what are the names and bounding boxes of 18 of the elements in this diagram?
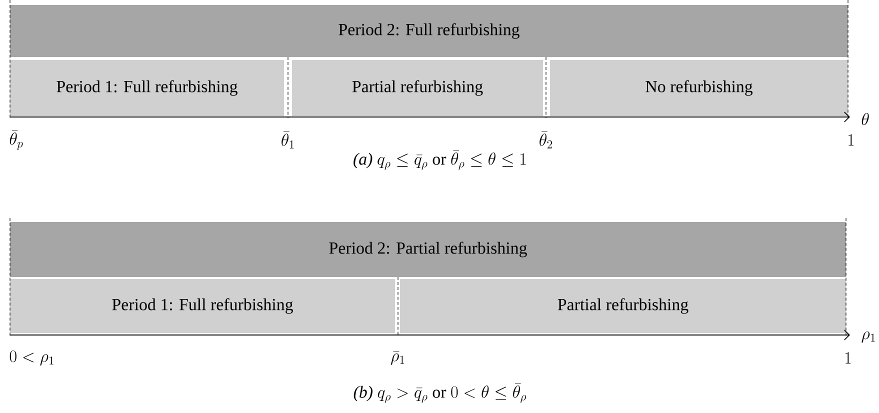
period-band: Period 2: Full refurbishing: [10, 5, 848, 57]
tick-label: $\bar{\theta}_p$: [10, 130, 23, 150]
tick-label: $0 < \rho_1$: [10, 350, 54, 366]
axis-label: $\theta$: [862, 112, 869, 126]
tick-label: $\bar{\theta}_1$: [282, 131, 294, 148]
period-band: Period 2: Partial refurbishing: [10, 222, 846, 277]
caption: $\textit{(a)}\ q_\rho \le \bar{q}_\rho \text{ or } \bar{\theta}_\rho \le \theta \le 1$: [354, 150, 526, 170]
tick-label: $\bar{\theta}_2$: [540, 131, 552, 148]
region-box: Partial refurbishing: [400, 279, 846, 333]
region-box: Period 1: Full refurbishing: [10, 60, 284, 116]
region-box: Period 1: Full refurbishing: [10, 279, 395, 333]
axis-label: $\rho_1$: [862, 331, 875, 343]
tick-label: $\bar{\rho}_1$: [390, 351, 404, 365]
region-box: No refurbishing: [550, 60, 848, 116]
tick-label: $1$: [846, 352, 851, 364]
caption: $\textit{(b)}\ q_\rho > \bar{q}_\rho \text{ or } 0 < \theta \le \bar{\theta}_\rho$: [354, 383, 526, 403]
region-box: Partial refurbishing: [292, 60, 543, 116]
tick-label: $1$: [848, 134, 854, 146]
